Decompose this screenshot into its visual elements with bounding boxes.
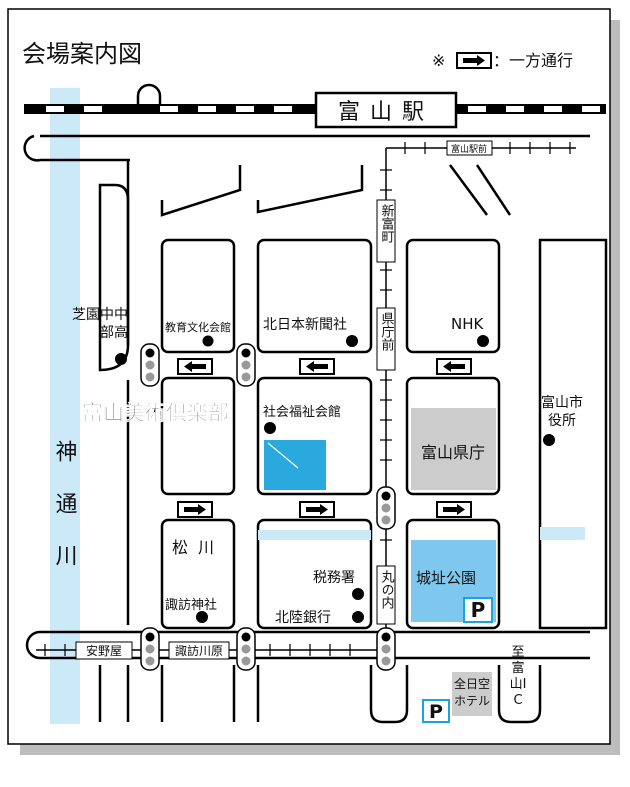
label-ana-hotel: 全日空ホテル (453, 677, 490, 708)
traffic-light-icon (236, 627, 256, 671)
traffic-light-icon (236, 343, 256, 387)
stop-marunouchi: 丸の内 (379, 570, 395, 610)
svg-text:P: P (471, 598, 486, 622)
one-way-arrows (177, 358, 472, 518)
legend-text: ：一方通行 (493, 51, 573, 70)
parking-icon: P (422, 699, 450, 723)
map-frame (7, 8, 611, 745)
arrow-left-icon (177, 358, 213, 375)
traffic-light-icon (376, 627, 396, 671)
svg-text:P: P (429, 701, 443, 723)
label-city-hall: 富山市役所 (541, 395, 583, 429)
hotel-area (452, 672, 492, 716)
stop-suwagawara: 諏訪川原 (175, 643, 223, 658)
label-kitanihon-shimbun: 北日本新聞社 (263, 317, 347, 333)
river-name: 神通川 (52, 440, 78, 596)
arrow-right-icon (299, 501, 335, 518)
matsukawa-river-middle (258, 530, 371, 540)
stop-annoya: 安野屋 (86, 643, 122, 658)
stop-toyama-ekimae: 富山駅前 (451, 143, 487, 155)
arrow-left-icon (299, 358, 335, 375)
station-name: 富山駅 (338, 100, 434, 125)
label-matsukawa: 松川 (172, 538, 224, 557)
traffic-light-icon (376, 486, 396, 530)
arrow-right-icon (177, 501, 213, 518)
label-suwa-jinja: 諏訪神社 (165, 597, 217, 613)
label-nhk: NHK (451, 315, 485, 333)
venue-pointer (267, 442, 299, 469)
matsukawa-river-east (540, 527, 585, 540)
station-box (314, 91, 458, 129)
stop-kencho-mae: 県庁前 (379, 312, 395, 351)
prefectural-office-area (411, 408, 496, 490)
river (50, 88, 80, 724)
stop-shin-tomicho: 新富町 (379, 203, 395, 243)
label-school: 芝園中中部高 (72, 307, 128, 341)
arrow-right-icon (436, 501, 472, 518)
label-prefectural-office: 富山県庁 (421, 443, 485, 462)
parking-icon: P (463, 597, 493, 623)
label-zeimusho: 税務署 (313, 570, 355, 586)
legend-one-way-icon (456, 52, 492, 69)
landmark-dots (115, 335, 555, 623)
traffic-light-icon (140, 627, 160, 671)
venue-name: 富山美術倶楽部 (82, 401, 229, 425)
label-castle-park: 城址公園 (416, 569, 476, 587)
map-title: 会場案内図 (22, 40, 142, 68)
label-shakai-fukushi: 社会福祉会館 (263, 404, 341, 420)
traffic-lights (140, 343, 396, 671)
label-hokuriku-bank: 北陸銀行 (275, 610, 331, 626)
arrow-left-icon (436, 358, 472, 375)
traffic-light-icon (140, 343, 160, 387)
legend-prefix: ※ (432, 51, 445, 70)
label-to-toyama-ic: 至富山IC (509, 645, 527, 708)
label-kyoiku-bunka-kaikan: 教育文化会館 (165, 320, 231, 334)
